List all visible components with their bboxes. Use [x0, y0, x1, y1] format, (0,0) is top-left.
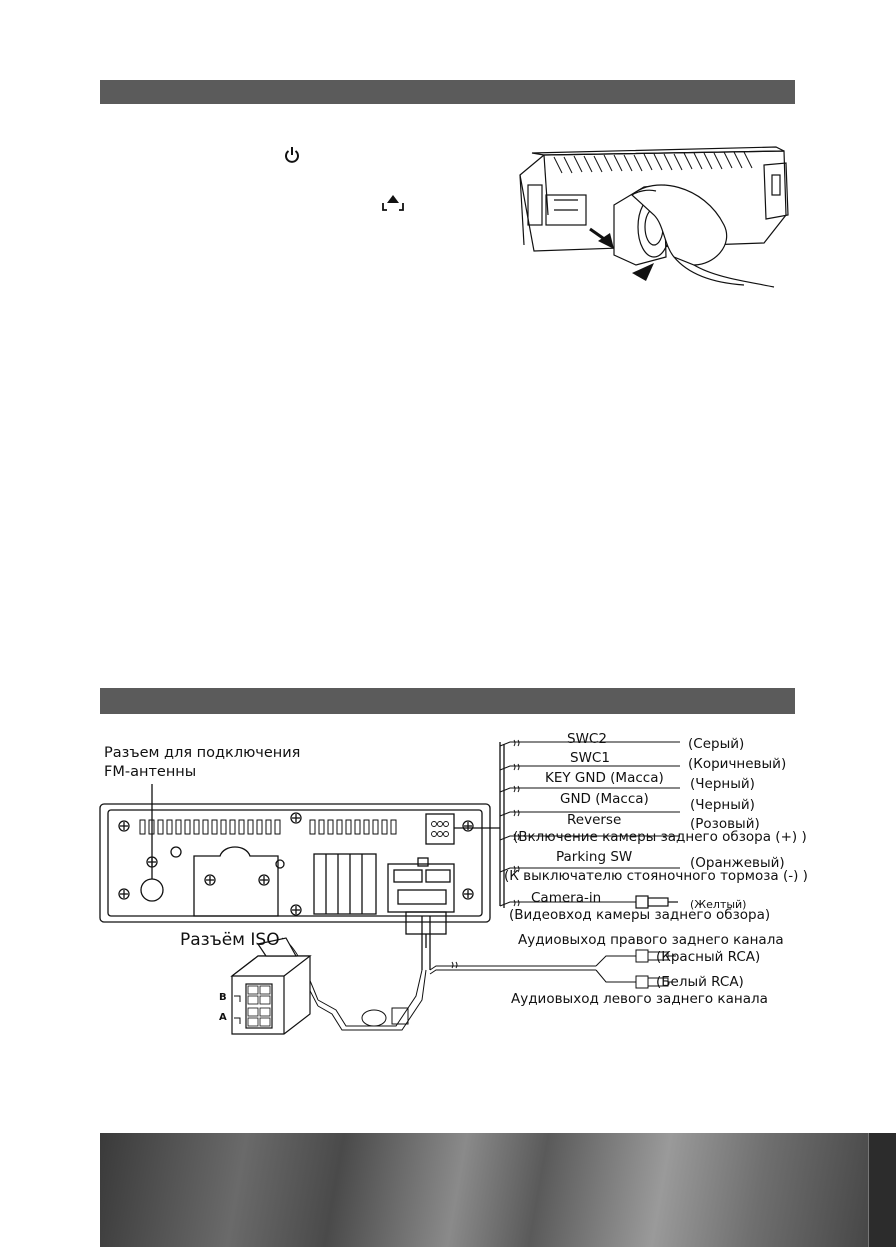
wire-reverse-note: (Включение камеры заднего обзора (+) ): [513, 829, 807, 845]
wire-swc2-name: SWC2: [567, 731, 607, 747]
footer-page-edge: [868, 1133, 896, 1247]
rca-white-label: (Белый RCA): [656, 974, 744, 990]
wire-swc1-color: (Коричневый): [688, 756, 787, 772]
audio-right-label: Аудиовыход правого заднего канала: [518, 932, 784, 948]
section-header-bar-1: [100, 80, 795, 104]
fm-antenna-label: Разъем для подключения FM-антенны: [104, 744, 300, 782]
audio-left-label: Аудиовыход левого заднего канала: [511, 991, 768, 1007]
section-header-bar-2: [100, 688, 795, 714]
wire-gnd-name: GND (Масса): [560, 791, 649, 807]
rca-red-label: (Красный RCA): [656, 949, 761, 965]
wire-swc1-name: SWC1: [570, 750, 610, 766]
wire-parking-color: (Оранжевый): [690, 855, 785, 871]
iso-pin-a-label: A: [219, 1012, 227, 1023]
head-unit-rear-diagram: [96, 730, 796, 1050]
fm-antenna-label-line2: FM-антенны: [104, 764, 197, 780]
wire-gnd-color: (Черный): [690, 797, 755, 813]
wire-parking-name: Parking SW: [556, 849, 633, 865]
iso-pin-b-label: B: [219, 992, 227, 1003]
wire-keygnd-name: KEY GND (Масса): [545, 770, 664, 786]
wire-reverse-color: (Розовый): [690, 816, 760, 832]
iso-connector-label: Разъём ISO: [180, 930, 280, 950]
wire-camera-color: (Желтый): [690, 898, 747, 911]
fm-antenna-label-line1: Разъем для подключения: [104, 745, 301, 761]
wire-parking-note: (К выключателю стояночного тормоза (-) ): [504, 868, 808, 884]
wire-camera-name: Camera-in: [531, 890, 602, 906]
power-icon: [284, 146, 300, 164]
faceplate-removal-illustration: [514, 145, 804, 293]
eject-icon: [380, 193, 406, 213]
wire-keygnd-color: (Черный): [690, 776, 755, 792]
wire-camera-note: (Видеовход камеры заднего обзора): [509, 907, 771, 923]
wire-swc2-color: (Серый): [688, 736, 745, 752]
wire-reverse-name: Reverse: [567, 812, 622, 828]
footer-decorative-band: [100, 1133, 896, 1247]
